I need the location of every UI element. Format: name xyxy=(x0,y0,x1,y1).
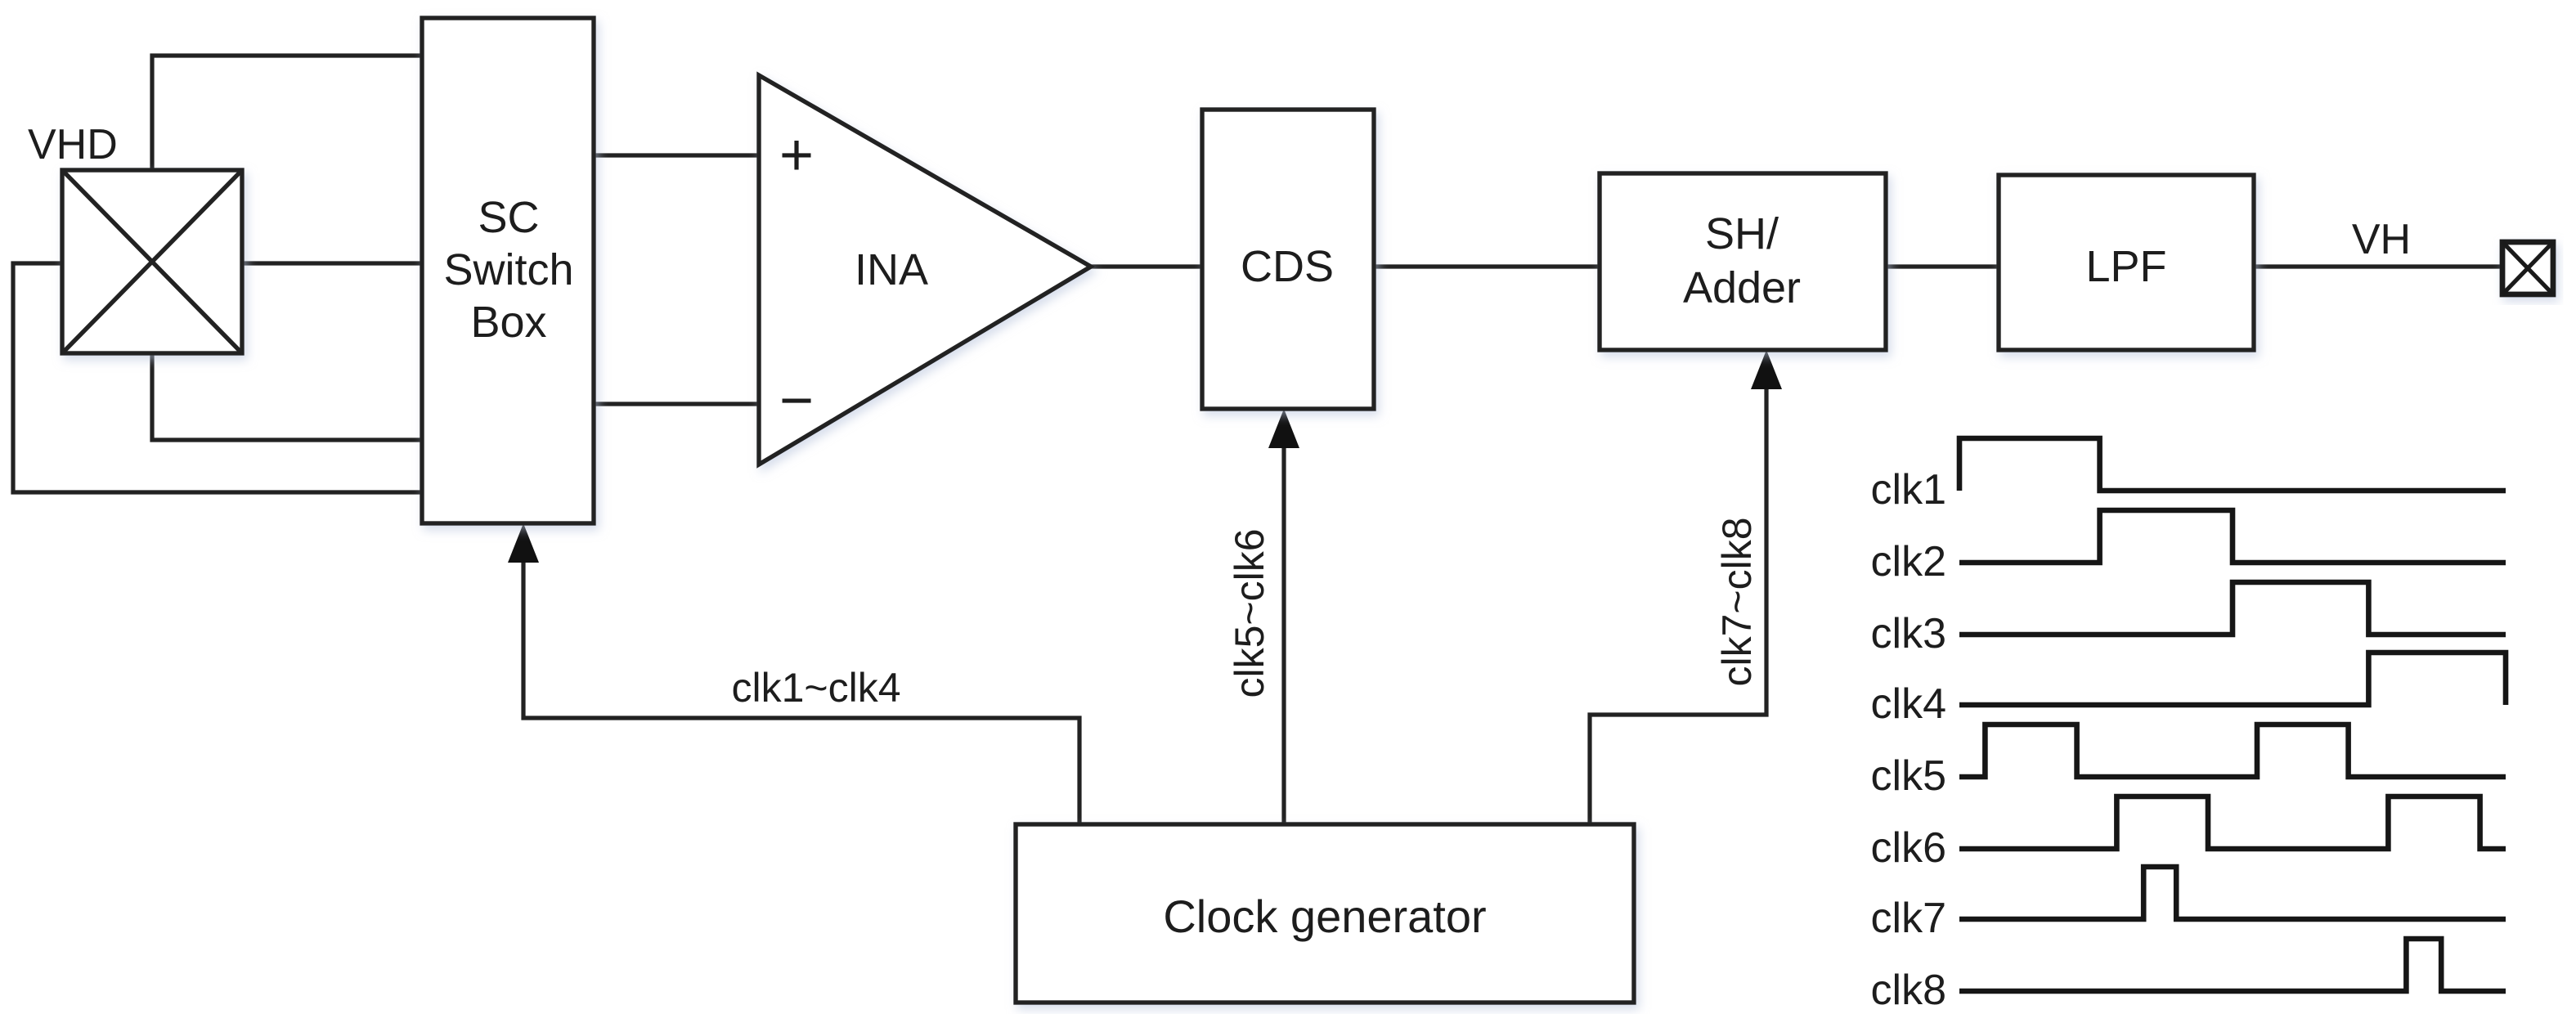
sc-switch-label-line1: SC xyxy=(478,193,539,242)
vh-label: VH xyxy=(2352,216,2411,263)
lpf-block: LPF xyxy=(1996,173,2256,352)
clock-route-sc xyxy=(521,559,1082,824)
clock-routes: clk1~clk4 clk5~clk6 clk7~clk8 xyxy=(508,350,1782,824)
vhd-label: VHD xyxy=(28,121,118,168)
clock-generator-label: Clock generator xyxy=(1163,891,1486,942)
clock-generator-box xyxy=(1013,822,1636,1005)
blocks: VHD SC Switch Box + − INA CDS SH/ Adder … xyxy=(28,16,2556,1005)
output-x-diagonal-2 xyxy=(2501,240,2555,296)
waveform-label-clk7: clk7 xyxy=(1871,895,1946,942)
waveform-label-clk2: clk2 xyxy=(1871,538,1946,586)
wire-sensor-top-to-sc xyxy=(150,53,422,170)
cds-block: CDS xyxy=(1200,107,1376,411)
waveform-trace-clk6 xyxy=(1959,793,2506,852)
sh-adder-box xyxy=(1597,171,1888,352)
waveform-trace-clk2 xyxy=(1959,507,2506,566)
sc-switch-label-line2: Switch xyxy=(443,245,573,294)
waveform-label-clk4: clk4 xyxy=(1871,680,1946,728)
arrow-up-icon-sh-adder xyxy=(1751,350,1782,389)
waveform-trace-clk5 xyxy=(1959,721,2506,780)
arrow-up-icon-cds xyxy=(1268,409,1299,448)
lpf-box xyxy=(1996,173,2256,352)
bus-label-clk5-clk6: clk5~clk6 xyxy=(1227,528,1272,698)
wire-sensor-left-loop-to-sc xyxy=(11,261,422,495)
waveform-trace-clk7 xyxy=(1959,864,2506,922)
sc-switch-box-block: SC Switch Box xyxy=(420,16,596,526)
sh-adder-label-line1: SH/ xyxy=(1705,209,1779,258)
wire-sensor-bottom-to-sc xyxy=(150,353,422,442)
waveform-trace-clk8 xyxy=(1959,935,2506,994)
sensor-x-diagonal-2 xyxy=(61,168,244,355)
sh-adder-block: SH/ Adder xyxy=(1597,171,1888,352)
cds-label: CDS xyxy=(1241,242,1334,291)
sensor-block: VHD xyxy=(28,121,245,356)
bus-label-clk1-clk4: clk1~clk4 xyxy=(731,665,900,711)
waveform-label-clk1: clk1 xyxy=(1871,466,1946,514)
waveform-label-clk3: clk3 xyxy=(1871,610,1946,657)
ina-triangle xyxy=(756,71,1096,469)
output-terminal-block: VH xyxy=(2352,216,2556,298)
arrow-up-icon-sc xyxy=(508,523,539,563)
ina-plus-input-label: + xyxy=(779,123,814,188)
bus-label-clk7-clk8: clk7~clk8 xyxy=(1714,517,1760,686)
sh-adder-label-line2: Adder xyxy=(1683,263,1801,312)
cds-box xyxy=(1200,107,1376,411)
waveform-label-clk8: clk8 xyxy=(1871,967,1946,1014)
waveform-trace-clk1 xyxy=(1956,435,2506,494)
ina-label: INA xyxy=(855,245,928,294)
lpf-label: LPF xyxy=(2085,242,2166,291)
ina-minus-input-label: − xyxy=(779,368,814,433)
signal-wires xyxy=(11,53,2502,495)
clock-generator-block: Clock generator xyxy=(1013,822,1636,1005)
clock-route-sh-adder xyxy=(1587,386,1769,824)
waveform-label-clk5: clk5 xyxy=(1871,752,1946,800)
waveform-trace-clk3 xyxy=(1959,579,2506,638)
clock-waveform-chart: clk1 clk2 clk3 clk4 clk5 clk6 clk7 clk8 xyxy=(1871,435,2509,1014)
sc-switch-box xyxy=(420,16,596,526)
ina-amplifier-block: + − INA xyxy=(756,71,1096,469)
sc-switch-label-line3: Box xyxy=(470,298,546,347)
waveform-label-clk6: clk6 xyxy=(1871,824,1946,872)
waveform-trace-clk4 xyxy=(1959,649,2509,708)
